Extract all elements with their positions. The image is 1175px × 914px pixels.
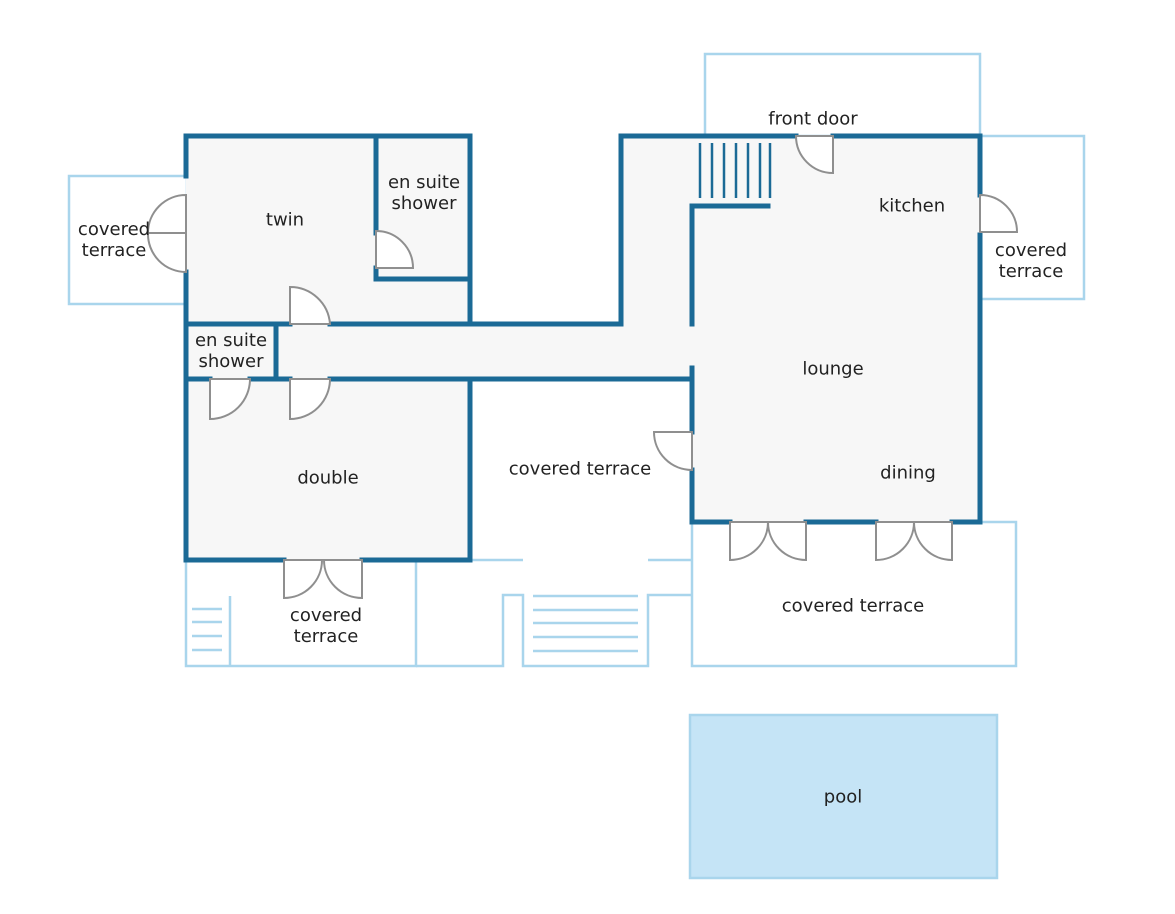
dining-door-a: [875, 521, 916, 562]
label-covered-terrace-south: covered terrace: [290, 605, 362, 647]
label-double: double: [297, 467, 359, 489]
label-dining: dining: [880, 462, 936, 484]
label-covered-terrace-center: covered terrace: [508, 458, 652, 480]
label-lounge: lounge: [802, 358, 864, 380]
label-ensuite-mid: en suite shower: [195, 330, 267, 372]
double-door: [289, 378, 332, 421]
label-line: covered: [994, 240, 1068, 261]
label-front-door: front door: [768, 108, 858, 130]
center-terrace-door: [652, 431, 693, 472]
label-line: en suite: [387, 172, 461, 193]
label-line: terrace: [81, 240, 147, 261]
south-terrace-outline: [184, 560, 418, 668]
label-line: en suite: [194, 330, 268, 351]
lounge-door-left-a: [729, 521, 770, 562]
label-kitchen: kitchen: [878, 195, 946, 217]
south-terrace-door-right: [322, 559, 363, 600]
label-line: covered: [77, 219, 151, 240]
label-line: covered: [289, 605, 363, 626]
doors: [146, 135, 1019, 600]
label-line: shower: [198, 351, 264, 372]
south-terrace-door-left: [283, 559, 324, 600]
label-pool: pool: [823, 786, 863, 808]
lounge-door-left-b: [766, 521, 807, 562]
label-covered-terrace-east: covered terrace: [995, 240, 1067, 282]
label-line: terrace: [293, 626, 359, 647]
ensuite-mid-door: [209, 378, 252, 421]
label-covered-terrace-west: covered terrace: [78, 219, 150, 261]
room-floors: [186, 136, 980, 560]
label-twin: twin: [265, 209, 305, 231]
staircase-main: [698, 143, 772, 198]
east-terrace-door: [979, 193, 1019, 233]
twin-door: [289, 285, 332, 325]
west-terrace-door-bottom: [146, 232, 187, 274]
front-door-swing: [794, 135, 834, 175]
steps-center: [533, 594, 638, 653]
west-terrace-door-top: [146, 193, 187, 234]
pool-area: [688, 713, 999, 880]
dining-door-b: [912, 521, 953, 562]
label-covered-terrace-pool: covered terrace: [781, 595, 925, 617]
label-line: terrace: [998, 261, 1064, 282]
walls: [183, 133, 983, 563]
steps-west: [192, 607, 222, 652]
label-line: shower: [391, 193, 457, 214]
ensuite-top-door: [375, 229, 415, 269]
label-ensuite-top: en suite shower: [388, 172, 460, 214]
